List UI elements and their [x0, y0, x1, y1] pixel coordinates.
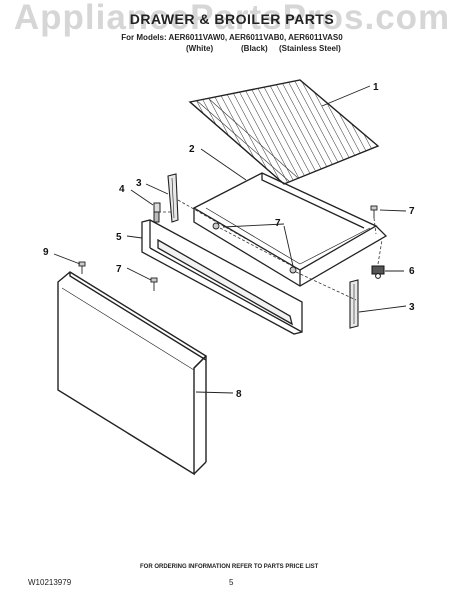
callout-2: 2	[189, 144, 195, 155]
screw-middle	[212, 222, 220, 230]
watermark: AppliancePartsPros.com	[13, 0, 451, 37]
callout-3-left: 3	[136, 178, 142, 189]
glide	[153, 202, 161, 223]
assembly-lines	[158, 199, 383, 301]
roller	[371, 265, 385, 279]
slide-bracket-left	[167, 173, 179, 223]
callout-4: 4	[119, 184, 125, 195]
screw-left-lower	[150, 277, 158, 291]
screw-right-lower	[289, 266, 297, 274]
callout-7-top-right: 7	[409, 206, 415, 217]
variant-black: (Black)	[241, 44, 268, 53]
callout-7-middle: 7	[275, 218, 281, 229]
callout-8: 8	[236, 389, 242, 400]
broiler-rack	[188, 79, 380, 185]
screw-top-right	[370, 205, 378, 218]
drawer-liner	[192, 172, 388, 287]
callout-7-left-lower: 7	[116, 264, 122, 275]
callout-6: 6	[409, 266, 415, 277]
drawer-front	[141, 219, 303, 335]
callout-1: 1	[373, 82, 379, 93]
model-list: For Models: AER6011VAW0, AER6011VAB0, AE…	[121, 33, 343, 42]
page-number: 5	[229, 578, 234, 587]
variant-stainless: (Stainless Steel)	[279, 44, 341, 53]
slide-bracket-right	[349, 279, 359, 329]
ordering-info: FOR ORDERING INFORMATION REFER TO PARTS …	[140, 564, 319, 570]
page-title: DRAWER & BROILER PARTS	[129, 11, 335, 27]
document-number: W10213979	[28, 578, 72, 587]
callout-3-right: 3	[409, 302, 415, 313]
callout-9: 9	[43, 247, 49, 258]
variant-white: (White)	[186, 44, 214, 53]
callout-5: 5	[116, 232, 122, 243]
drawer-panel	[57, 271, 208, 476]
leader-lines	[53, 85, 407, 394]
